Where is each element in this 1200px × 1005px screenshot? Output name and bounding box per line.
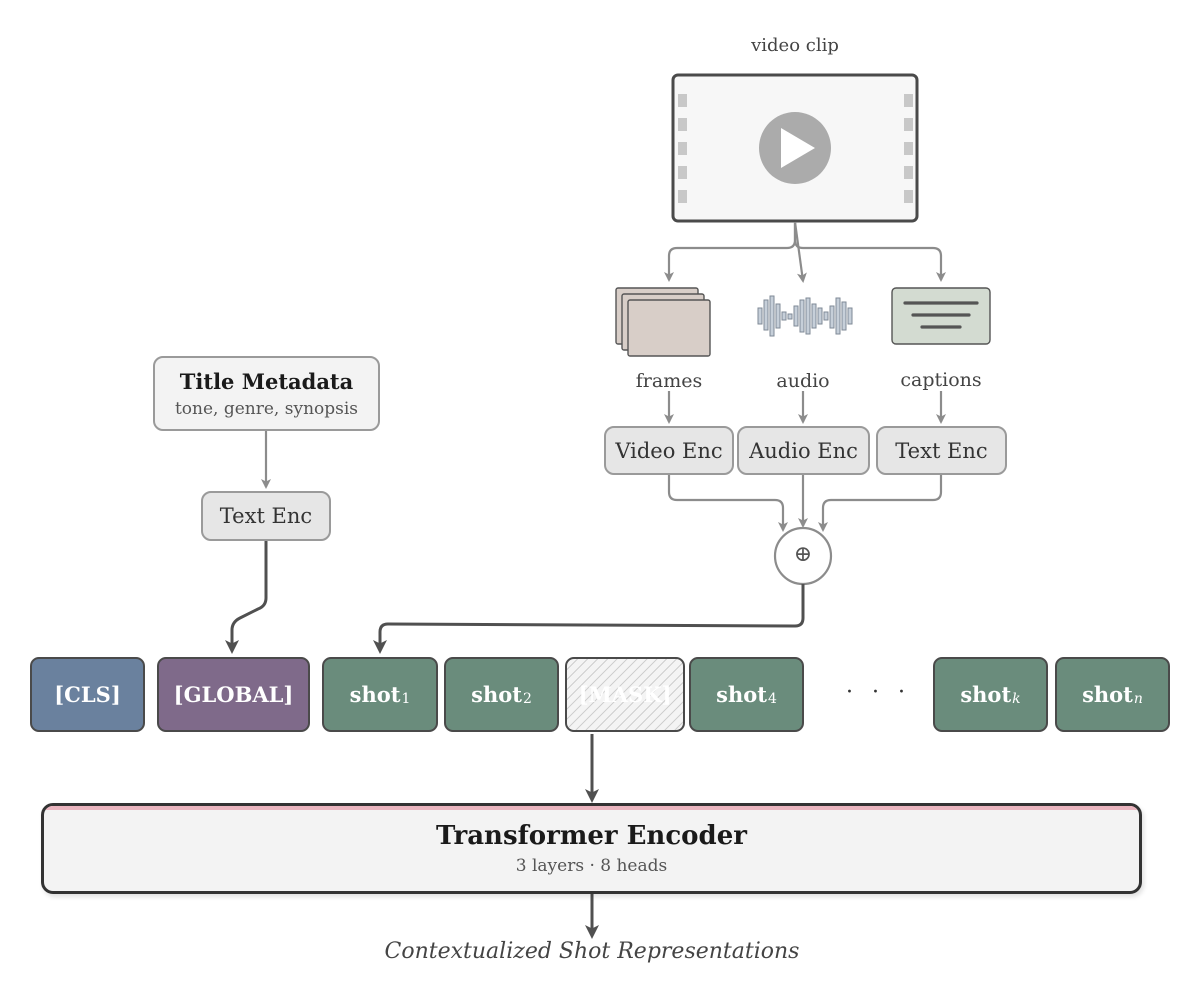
- audio-encoder-box: Audio Enc: [737, 426, 870, 475]
- token-label: [GLOBAL]: [173, 682, 294, 707]
- video-encoder-box: Video Enc: [604, 426, 734, 475]
- title-metadata-heading: Title Metadata: [179, 368, 354, 394]
- token-cls: [CLS]: [30, 657, 145, 732]
- audio-waveform-icon: [757, 295, 853, 337]
- token-subscript: n: [1133, 690, 1143, 707]
- token-label: shot: [471, 682, 522, 707]
- token-mask: [MASK]: [565, 657, 685, 732]
- token-subscript: k: [1012, 690, 1021, 707]
- video-clip-label: video clip: [751, 35, 839, 56]
- fusion-symbol: ⊕: [793, 542, 813, 567]
- caption-text-encoder-label: Text Enc: [895, 438, 988, 463]
- metadata-text-encoder-box: Text Enc: [201, 491, 331, 541]
- transformer-encoder-box: Transformer Encoder 3 layers · 8 heads: [41, 803, 1142, 894]
- token-ellipsis: · · ·: [846, 680, 911, 705]
- video-clip-icon: [671, 73, 919, 223]
- output-label: Contextualized Shot Representations: [384, 939, 800, 964]
- token-global: [GLOBAL]: [157, 657, 310, 732]
- token-label: shot: [1082, 682, 1133, 707]
- video-encoder-label: Video Enc: [615, 438, 723, 463]
- token-label: shot: [716, 682, 767, 707]
- audio-encoder-label: Audio Enc: [749, 438, 858, 463]
- token-subscript: 1: [401, 690, 411, 707]
- token-subscript: 4: [767, 690, 777, 707]
- captions-icon: [891, 287, 991, 345]
- audio-label: audio: [776, 370, 830, 392]
- metadata-text-encoder-label: Text Enc: [219, 504, 313, 528]
- title-metadata-box: Title Metadata tone, genre, synopsis: [153, 356, 380, 431]
- title-metadata-subtitle: tone, genre, synopsis: [174, 398, 359, 419]
- token-subscript: 2: [522, 690, 532, 707]
- token-label: shot: [349, 682, 401, 707]
- frames-stack-icon: [615, 287, 711, 357]
- token-label: [MASK]: [578, 682, 672, 707]
- token-label: [CLS]: [54, 682, 121, 707]
- caption-text-encoder-box: Text Enc: [876, 426, 1007, 475]
- transformer-encoder-title: Transformer Encoder: [436, 821, 747, 851]
- frames-label: frames: [635, 370, 703, 392]
- token-label: shot: [960, 682, 1012, 707]
- transformer-encoder-subtitle: 3 layers · 8 heads: [515, 856, 668, 876]
- captions-label: captions: [900, 369, 982, 391]
